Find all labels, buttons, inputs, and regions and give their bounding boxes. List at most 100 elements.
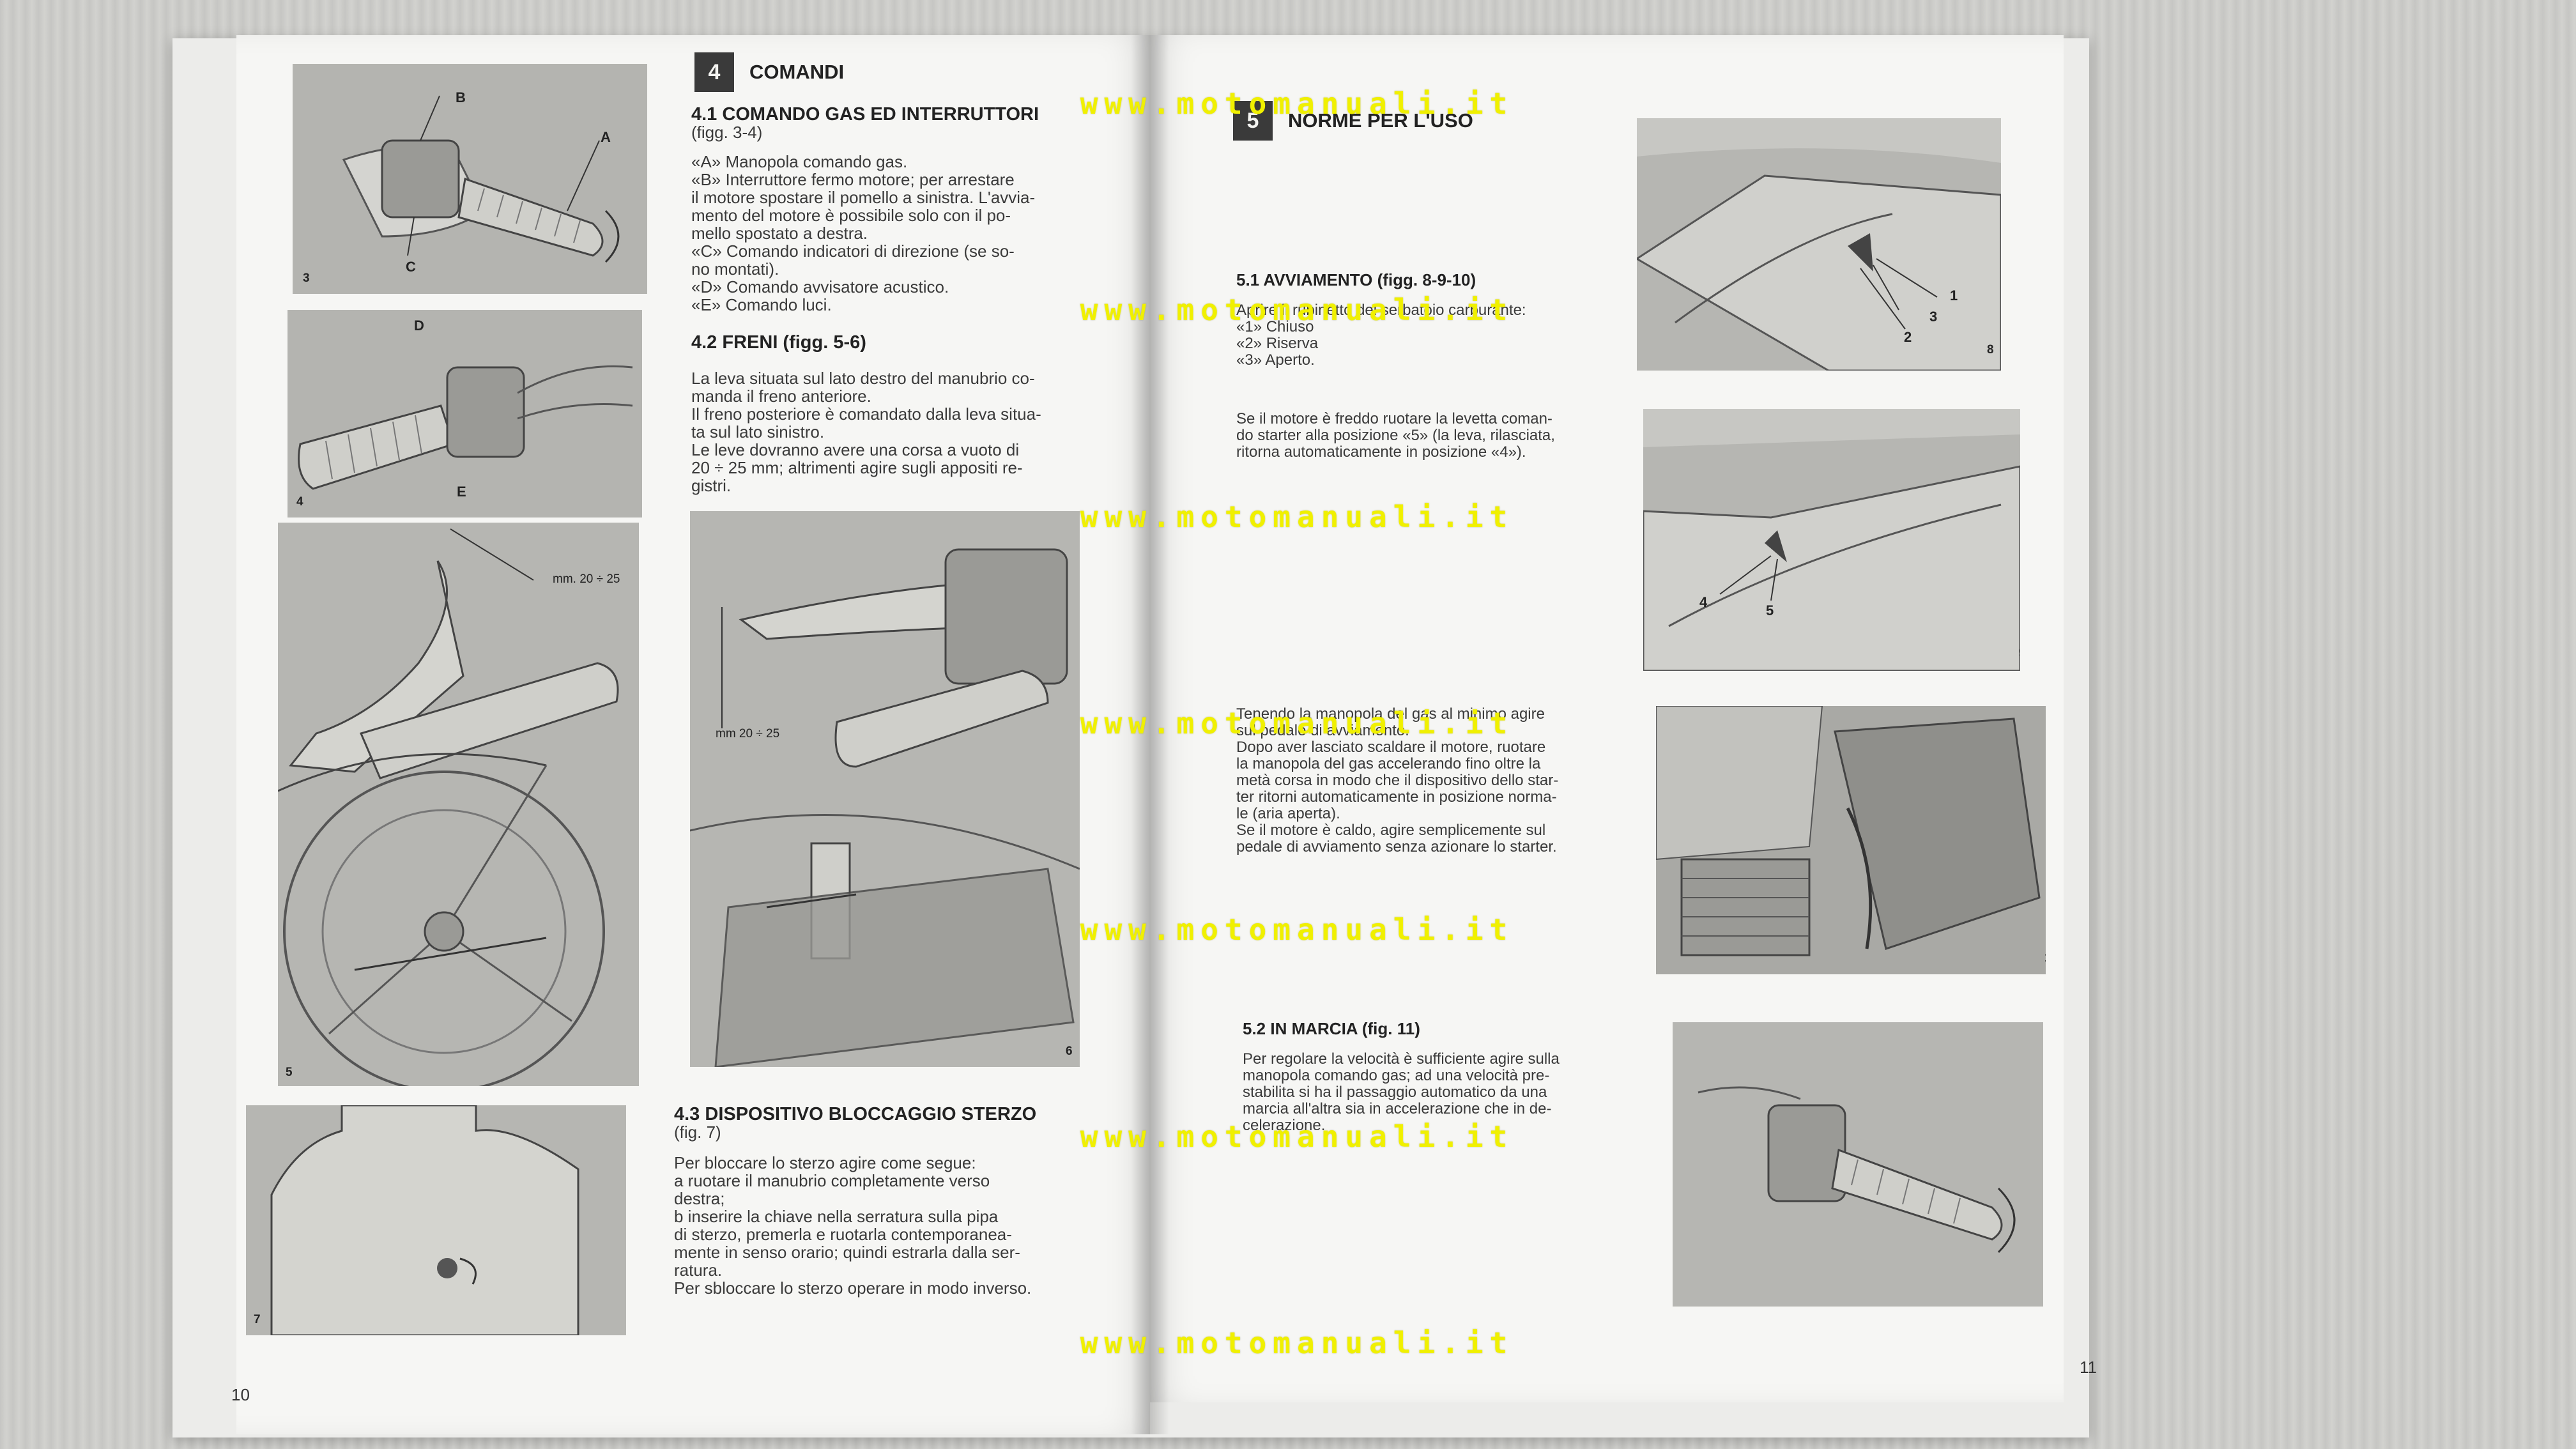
text-line: Dopo aver lasciato scaldare il motore, r… bbox=[1236, 739, 1546, 756]
text-line: «C» Comando indicatori di direzione (se … bbox=[691, 241, 1015, 261]
text-line: mento del motore è possibile solo con il… bbox=[691, 206, 1011, 225]
text-line: Per regolare la velocità è sufficiente a… bbox=[1243, 1050, 1560, 1068]
figure-10-kick-start: 10 bbox=[1656, 706, 2046, 974]
section-5-2: 5.2 IN MARCIA (fig. 11) Per regolare la … bbox=[1243, 1020, 1639, 1134]
figure-number-9: 9 bbox=[2019, 647, 2020, 661]
figure-number-8: 8 bbox=[1987, 343, 1994, 356]
figure-5-rear-brake: mm. 20 ÷ 25 5 bbox=[278, 523, 639, 1086]
text-line: mente in senso orario; quindi estrarla d… bbox=[674, 1243, 1020, 1262]
fig4-label-e: E bbox=[457, 484, 466, 500]
figure-8-fuel-tap: 1 2 3 8 bbox=[1637, 118, 2001, 371]
fig9-label-5: 5 bbox=[1766, 602, 1774, 618]
text-line: la manopola del gas accelerando fino olt… bbox=[1236, 755, 1541, 772]
chapter-title: NORME PER L'USO bbox=[1288, 109, 1473, 132]
text-line: Se il motore è freddo ruotare la levetta… bbox=[1236, 410, 1552, 427]
fig4-label-d: D bbox=[414, 318, 424, 334]
page-number-right: 11 bbox=[2080, 1358, 2097, 1377]
section-heading: 5.2 IN MARCIA (fig. 11) bbox=[1243, 1019, 1420, 1038]
text-line: manda il freno anteriore. bbox=[691, 387, 871, 406]
figure-9-drawing bbox=[1643, 409, 2020, 671]
text-line: destra; bbox=[674, 1189, 725, 1208]
text-line: stabilita si ha il passaggio automatico … bbox=[1243, 1084, 1547, 1101]
text-line: «E» Comando luci. bbox=[691, 295, 832, 314]
figure-7-drawing bbox=[246, 1105, 626, 1335]
figure-4-drawing bbox=[288, 310, 642, 518]
text-line: mello spostato a destra. bbox=[691, 224, 868, 243]
fig6-measure: mm 20 ÷ 25 bbox=[716, 727, 780, 740]
fig8-label-1: 1 bbox=[1950, 288, 1958, 303]
text-line: ritorna automaticamente in posizione «4»… bbox=[1236, 443, 1526, 461]
figure-number-3: 3 bbox=[303, 272, 310, 285]
fig3-label-c: C bbox=[406, 259, 416, 275]
figure-8-drawing bbox=[1637, 118, 2001, 371]
figure-4-left-grip: D E 4 bbox=[288, 310, 642, 518]
text-line: Se il motore è caldo, agire semplicement… bbox=[1236, 822, 1546, 839]
watermark-text: www.motomanuali.it bbox=[1080, 706, 1514, 740]
text-line: ratura. bbox=[674, 1261, 723, 1280]
fig9-label-4: 4 bbox=[1699, 594, 1708, 610]
section-heading: 5.1 AVVIAMENTO (figg. 8-9-10) bbox=[1236, 270, 1476, 289]
section-heading: 4.1 COMANDO GAS ED INTERRUTTORI bbox=[691, 104, 1039, 125]
text-line: «B» Interruttore fermo motore; per arres… bbox=[691, 170, 1015, 189]
text-line: do starter alla posizione «5» (la leva, … bbox=[1236, 427, 1555, 444]
figure-7-steering-lock: 7 bbox=[246, 1105, 626, 1335]
text-line: le (aria aperta). bbox=[1236, 805, 1340, 822]
figure-3-drawing bbox=[293, 64, 647, 294]
text-line: «3» Aperto. bbox=[1236, 351, 1315, 369]
text-line: «D» Comando avvisatore acustico. bbox=[691, 277, 949, 296]
figure-3-throttle-grip: B A C 3 bbox=[293, 64, 647, 294]
section-heading: 4.3 DISPOSITIVO BLOCCAGGIO STERZO bbox=[674, 1104, 1037, 1124]
figure-10-drawing bbox=[1656, 706, 2046, 974]
text-line: Le leve dovranno avere una corsa a vuoto… bbox=[691, 440, 1020, 459]
fig5-measure: mm. 20 ÷ 25 bbox=[553, 572, 620, 586]
section-heading: 4.2 FRENI (figg. 5-6) bbox=[691, 332, 866, 353]
figure-reference: (fig. 7) bbox=[674, 1123, 721, 1142]
watermark-text: www.motomanuali.it bbox=[1080, 293, 1514, 327]
section-4-1: 4.1 COMANDO GAS ED INTERRUTTORI (figg. 3… bbox=[691, 105, 1087, 314]
text-line: marcia all'altra sia in accelerazione ch… bbox=[1243, 1100, 1552, 1117]
text-line: Il freno posteriore è comandato dalla le… bbox=[691, 404, 1041, 424]
watermark-text: www.motomanuali.it bbox=[1080, 86, 1514, 121]
text-line: di sterzo, premerla e ruotarla contempor… bbox=[674, 1225, 1012, 1244]
figure-number-5: 5 bbox=[286, 1066, 293, 1079]
page-number-left: 10 bbox=[231, 1385, 250, 1404]
figure-number-7: 7 bbox=[254, 1313, 261, 1326]
text-line: no montati). bbox=[691, 259, 779, 279]
section-5-1-starter: Se il motore è freddo ruotare la levetta… bbox=[1236, 411, 1632, 461]
watermark-text: www.motomanuali.it bbox=[1080, 912, 1514, 947]
section-5-1: 5.1 AVVIAMENTO (figg. 8-9-10) Aprire il … bbox=[1236, 272, 1632, 369]
text-line: ta sul lato sinistro. bbox=[691, 422, 825, 441]
chapter-4-header: 4 COMANDI bbox=[694, 52, 844, 92]
figure-number-4: 4 bbox=[296, 495, 303, 509]
watermark-text: www.motomanuali.it bbox=[1080, 500, 1514, 534]
section-5-1-start-procedure: Tenendo la manopola del gas al minimo ag… bbox=[1236, 706, 1632, 855]
text-line: gistri. bbox=[691, 476, 732, 495]
book-spine bbox=[1131, 35, 1169, 1434]
fig8-label-3: 3 bbox=[1929, 309, 1938, 325]
text-line: Per bloccare lo sterzo agire come segue: bbox=[674, 1153, 976, 1172]
section-4-3: 4.3 DISPOSITIVO BLOCCAGGIO STERZO (fig. … bbox=[674, 1104, 1096, 1298]
figure-number-6: 6 bbox=[1066, 1045, 1073, 1058]
text-line: La leva situata sul lato destro del manu… bbox=[691, 369, 1035, 388]
text-line: metà corsa in modo che il dispositivo de… bbox=[1236, 772, 1559, 789]
text-line: manopola comando gas; ad una velocità pr… bbox=[1243, 1067, 1550, 1084]
text-line: a ruotare il manubrio completamente vers… bbox=[674, 1171, 990, 1190]
text-line: 20 ÷ 25 mm; altrimenti agire sugli appos… bbox=[691, 458, 1023, 477]
figure-9-starter-lever: 4 5 9 bbox=[1643, 409, 2020, 671]
figure-6-drawing bbox=[690, 511, 1080, 1067]
chapter-5-header: 5 NORME PER L'USO bbox=[1233, 101, 1473, 141]
figure-11-drawing bbox=[1673, 1022, 2043, 1307]
figure-11-throttle-riding: 11 bbox=[1673, 1022, 2043, 1307]
figure-6-front-brake: mm 20 ÷ 25 6 bbox=[690, 511, 1080, 1067]
text-line: Aprire il rubinetto del serbatoio carbur… bbox=[1236, 302, 1526, 319]
fig3-label-a: A bbox=[601, 129, 611, 145]
figure-reference: (figg. 3-4) bbox=[691, 123, 763, 142]
chapter-title: COMANDI bbox=[749, 61, 845, 83]
chapter-number-box: 4 bbox=[694, 52, 734, 92]
figure-number-10: 10 bbox=[2044, 951, 2046, 965]
fig3-label-b: B bbox=[456, 89, 466, 105]
text-line: «2» Riserva bbox=[1236, 335, 1319, 352]
text-line: Tenendo la manopola del gas al minimo ag… bbox=[1236, 705, 1545, 723]
text-line: pedale di avviamento senza azionare lo s… bbox=[1236, 838, 1557, 855]
text-line: «A» Manopola comando gas. bbox=[691, 152, 908, 171]
